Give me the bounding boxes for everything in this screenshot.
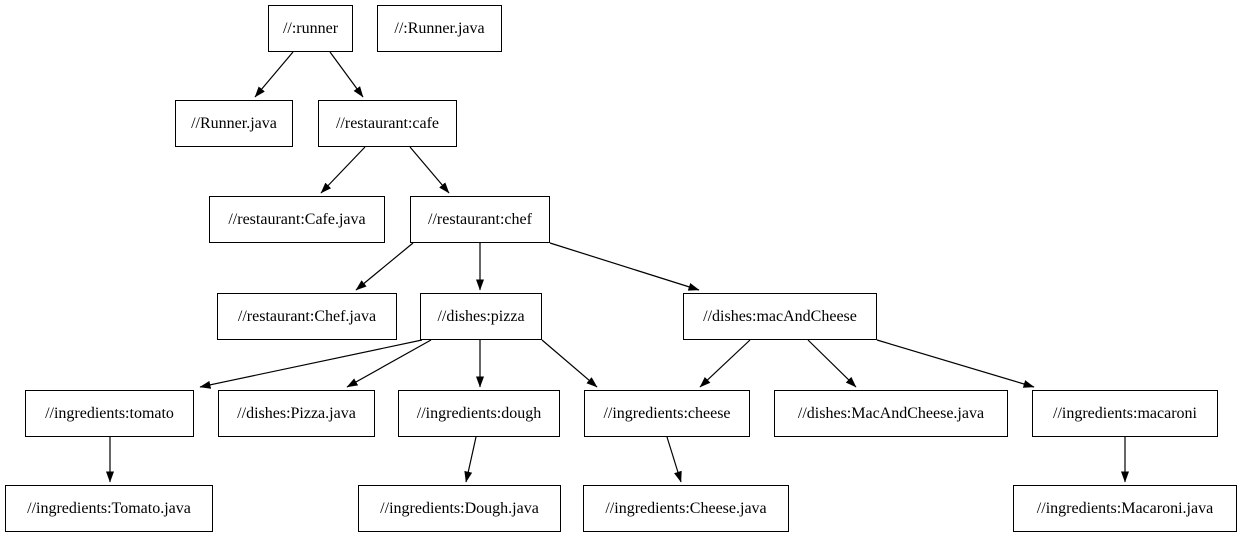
graph-node-macaroni: //ingredients:macaroni (1032, 390, 1218, 437)
graph-node-tomato-java: //ingredients:Tomato.java (5, 485, 213, 532)
graph-node-cafe-java: //restaurant:Cafe.java (209, 196, 385, 243)
graph-node-cafe: //restaurant:cafe (318, 100, 457, 147)
graph-node-mac-and-cheese-java: //dishes:MacAndCheese.java (774, 390, 1008, 437)
graph-node-chef: //restaurant:chef (410, 196, 550, 243)
graph-node-tomato: //ingredients:tomato (25, 390, 194, 437)
graph-node-runner: //:runner (268, 5, 353, 52)
graph-node-dough-java: //ingredients:Dough.java (358, 485, 561, 532)
graph-node-pizza-java: //dishes:Pizza.java (218, 390, 375, 437)
graph-node-macaroni-java: //ingredients:Macaroni.java (1013, 485, 1237, 532)
graph-node-cheese: //ingredients:cheese (584, 390, 750, 437)
graph-node-runner-java-src: //:Runner.java (377, 5, 502, 52)
graph-node-dough: //ingredients:dough (398, 390, 560, 437)
graph-node-runner-java: //Runner.java (175, 100, 293, 147)
graph-node-chef-java: //restaurant:Chef.java (217, 293, 397, 340)
graph-node-pizza: //dishes:pizza (420, 293, 542, 340)
graph-node-cheese-java: //ingredients:Cheese.java (583, 485, 789, 532)
graph-node-mac-and-cheese: //dishes:macAndCheese (683, 293, 877, 340)
